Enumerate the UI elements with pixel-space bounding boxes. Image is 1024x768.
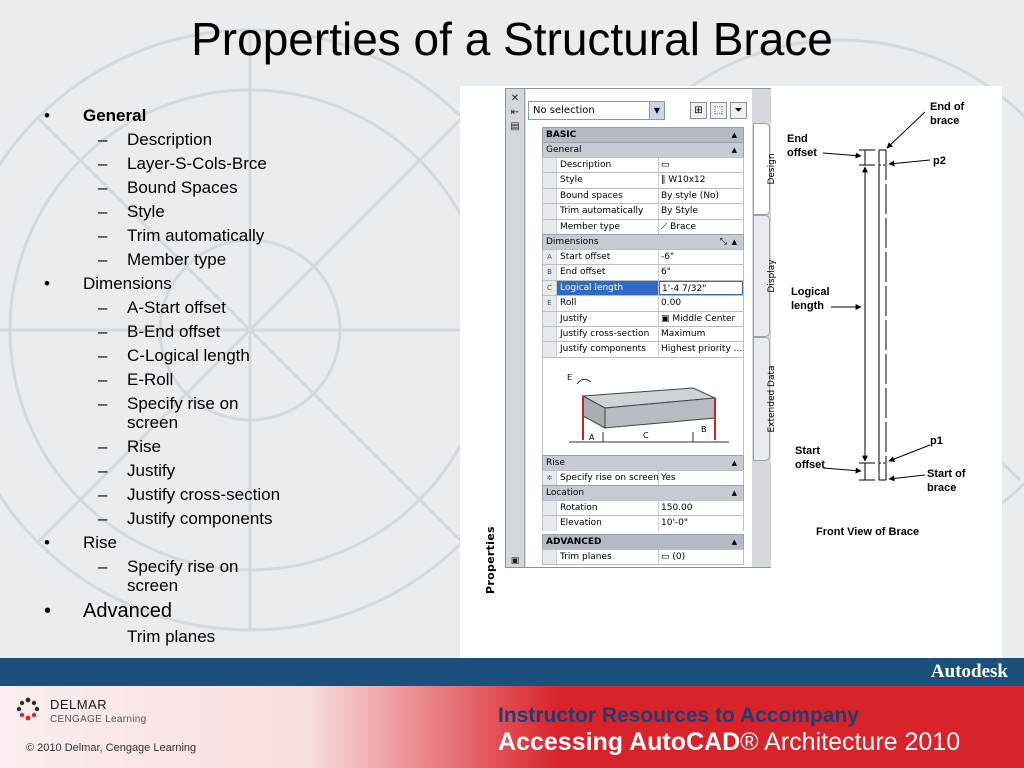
property-row-style[interactable]: Style‖ W10x12	[542, 172, 744, 188]
tab-display[interactable]: Display	[753, 215, 777, 337]
autohide-icon[interactable]: ⇤	[510, 107, 520, 118]
sub-bullet: –Rise	[98, 437, 162, 456]
collapse-icon: ▲	[731, 131, 737, 139]
illus-label-c: C	[643, 431, 649, 440]
property-grid: BASIC▲ General▲ Description▭ Style‖ W10x…	[542, 127, 744, 566]
section-dimensions[interactable]: Dimensions⤡▲	[542, 233, 744, 249]
label-end-of-brace-1: End of	[930, 101, 965, 113]
footer-line1: Instructor Resources to Accompany	[498, 704, 859, 727]
delmar-logo-icon	[16, 697, 40, 721]
section-rise[interactable]: Rise▲	[542, 454, 744, 470]
sub-bullet: –Bound Spaces	[98, 178, 238, 197]
palette-title-strip: ✕ ⇤ ▤ Properties ▣	[484, 89, 525, 594]
sub-bullet: –Member type	[98, 250, 227, 269]
bullet-dimensions: • Dimensions	[44, 274, 172, 293]
sub-bullet: –Style	[98, 202, 165, 221]
sub-bullet: –Layer-S-Cols-Brce	[98, 154, 267, 173]
quick-select-button[interactable]: ⊞	[690, 102, 707, 119]
filter-button[interactable]: ⏷	[730, 102, 747, 119]
property-row-description[interactable]: Description▭	[542, 157, 744, 173]
tab-design[interactable]: Design	[753, 123, 777, 215]
sub-bullet: –E-Roll	[98, 370, 174, 389]
slide-title: Properties of a Structural Brace	[191, 13, 833, 65]
sub-bullet: –Justify	[98, 461, 176, 480]
label-logical-length-1: Logical	[791, 286, 830, 298]
drawing-caption: Front View of Brace	[816, 526, 920, 538]
selection-dropdown[interactable]: No selection ▼	[528, 101, 665, 120]
label-end-offset-1: End	[787, 133, 808, 145]
sub-bullet: –Specify rise on screen	[98, 394, 239, 432]
section-advanced[interactable]: ADVANCED▲	[542, 533, 744, 549]
brace-front-view-drawing: End of brace End offset p2 Logical lengt…	[787, 101, 966, 494]
illus-label-a: A	[589, 433, 595, 442]
label-end-of-brace-2: brace	[930, 115, 959, 127]
palette-menu-icon[interactable]: ▤	[510, 121, 520, 132]
property-row-member-type[interactable]: Member type⟋ Brace	[542, 218, 744, 234]
select-objects-button[interactable]: ⬚	[710, 102, 727, 119]
sub-bullet: –C-Logical length	[98, 346, 250, 365]
bullet-rise: • Rise	[44, 533, 118, 552]
label-logical-length-2: length	[791, 300, 824, 312]
sub-bullet: –Trim automatically	[98, 226, 265, 245]
palette-tab-strip: Design Display Extended Data	[752, 89, 777, 567]
selection-row: No selection ▼ ⊞ ⬚ ⏷	[526, 101, 747, 121]
section-basic[interactable]: BASIC▲	[542, 127, 744, 142]
illus-label-b: B	[701, 425, 707, 434]
collapse-icon: ▲	[731, 146, 737, 154]
sub-bullet: –A-Start offset	[98, 298, 226, 317]
label-start-offset-1: Start	[795, 445, 820, 457]
publisher-name: DELMAR	[50, 697, 108, 712]
palette-properties-icon[interactable]: ▣	[510, 556, 520, 566]
bullet-advanced: • Advanced	[44, 600, 172, 622]
collapse-icon: ▲	[731, 237, 737, 246]
property-row-trim-planes[interactable]: Trim planes▭ (0)	[542, 548, 744, 565]
publisher-sub: CENGAGE Learning	[50, 714, 147, 725]
section-general[interactable]: General▲	[542, 142, 744, 157]
sub-bullet: –Description	[98, 130, 213, 149]
label-p2: p2	[933, 155, 946, 167]
footer-line2: Accessing AutoCAD® Architecture 2010	[498, 728, 961, 756]
autodesk-logo-text: Autodesk	[930, 661, 1008, 682]
close-icon[interactable]: ✕	[510, 93, 520, 104]
sub-bullet: –Specify rise on screen	[98, 557, 239, 595]
dimension-icon: ⤡	[719, 236, 727, 247]
label-start-offset-2: offset	[795, 459, 825, 471]
section-location[interactable]: Location▲	[542, 485, 744, 501]
sub-bullet: –Justify components	[98, 509, 273, 528]
bullet-outline: • General –Description –Layer-S-Cols-Brc…	[40, 104, 360, 649]
footer-fade	[0, 686, 560, 768]
label-end-offset-2: offset	[787, 147, 817, 159]
palette-title: Properties	[484, 526, 497, 594]
copyright-text: © 2010 Delmar, Cengage Learning	[26, 742, 197, 754]
label-p1: p1	[930, 435, 943, 447]
collapse-icon: ▲	[731, 489, 737, 498]
bullet-general: • General	[44, 106, 147, 125]
sub-bullet: –Justify cross-section	[98, 485, 281, 504]
properties-palette: ✕ ⇤ ▤ Properties ▣ No selection ▼ ⊞ ⬚ ⏷ …	[484, 88, 777, 594]
sub-bullet: Trim planes	[127, 627, 216, 646]
tab-extended-data[interactable]: Extended Data	[753, 337, 777, 461]
chevron-down-icon[interactable]: ▼	[649, 102, 664, 119]
sub-bullet: –B-End offset	[98, 322, 221, 341]
brace-dimension-illustration: E A C B	[542, 356, 744, 455]
label-start-of-brace-1: Start of	[927, 468, 966, 480]
label-start-of-brace-2: brace	[927, 482, 956, 494]
footer-blue-bar	[0, 658, 1024, 686]
collapse-icon: ▲	[731, 458, 737, 467]
collapse-icon: ▲	[731, 537, 737, 546]
illus-label-e: E	[567, 373, 572, 382]
property-row-justify[interactable]: Justify▣ Middle Center	[542, 310, 744, 326]
